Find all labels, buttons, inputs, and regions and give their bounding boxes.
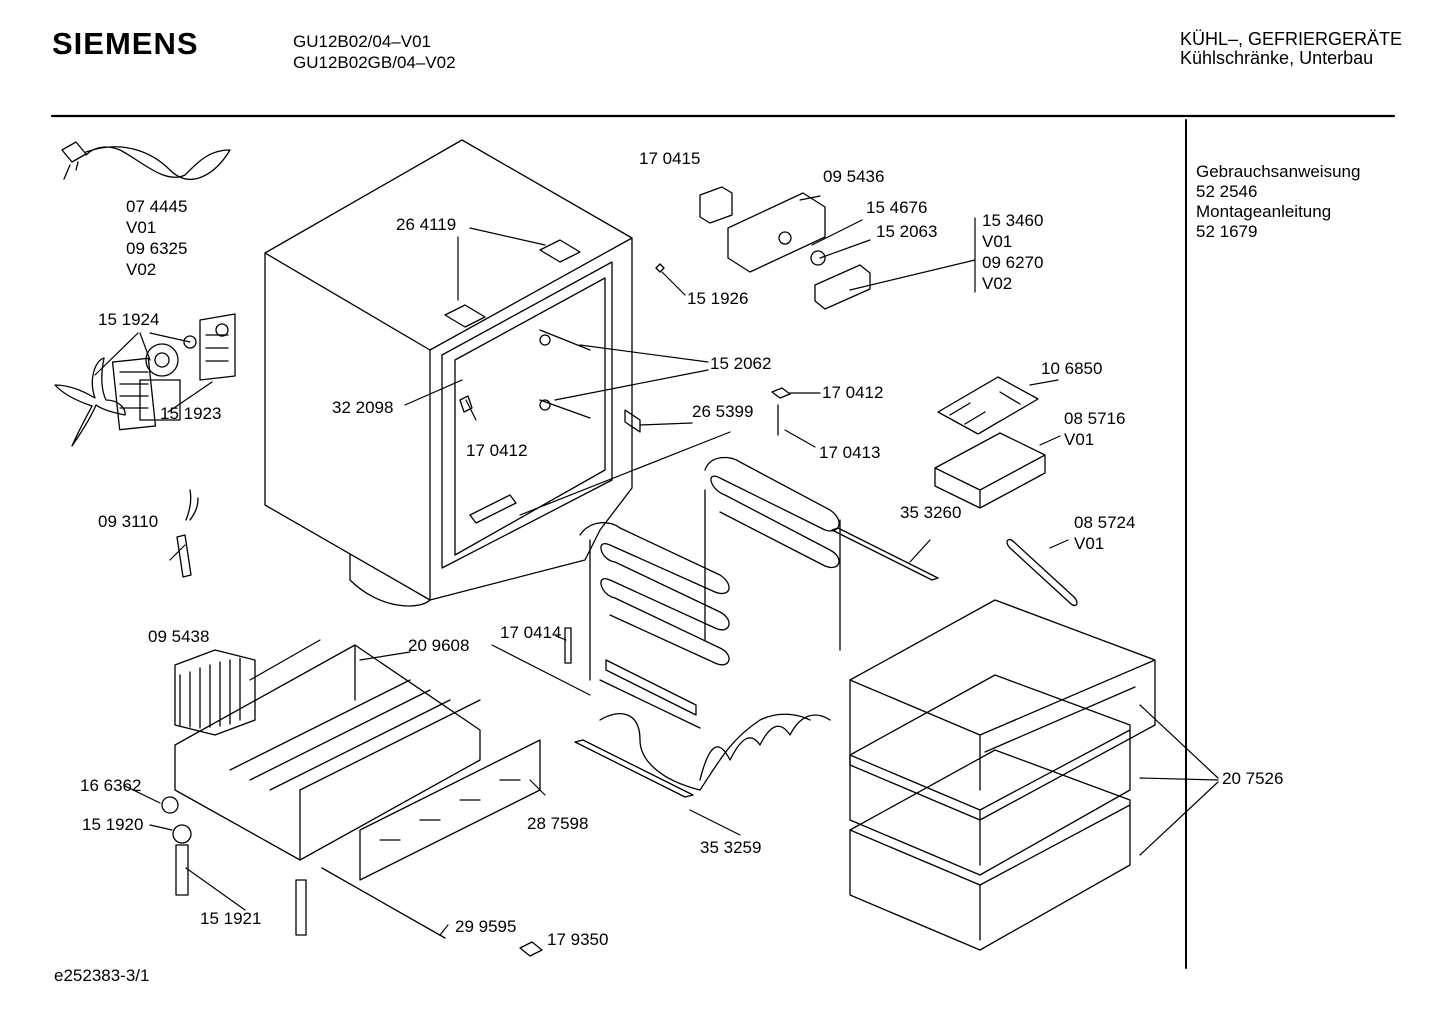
part-number: 08 5724 — [1074, 513, 1136, 532]
part-number: 08 5716 — [1064, 409, 1126, 428]
drawing-id: e252383-3/1 — [54, 966, 150, 985]
part-number: 17 0413 — [819, 443, 881, 462]
document-item: Gebrauchsanweisung — [1196, 162, 1361, 181]
category-line: KÜHL–, GEFRIERGERÄTE — [1180, 29, 1403, 49]
control-unit-part — [655, 186, 871, 310]
lamp-part — [771, 376, 1046, 509]
part-number: 16 6362 — [80, 776, 142, 795]
part-number: 17 0412 — [466, 441, 528, 460]
strip-part — [564, 527, 1078, 798]
model-number: GU12B02/04–V01 — [293, 32, 431, 51]
variant-label: V01 — [982, 232, 1013, 251]
part-number: 15 3460 — [982, 211, 1044, 230]
evaporator-part — [579, 456, 841, 791]
drawer-part — [849, 599, 1156, 951]
category: KÜHL–, GEFRIERGERÄTE Kühlschränke, Unter… — [1180, 30, 1402, 68]
cabinet-part — [264, 139, 641, 607]
power-cord-part — [61, 141, 231, 180]
part-number: 26 4119 — [396, 215, 457, 234]
part-number: 09 6325 — [126, 239, 188, 258]
part-number: 09 3110 — [98, 512, 159, 531]
variant-label: V02 — [982, 274, 1013, 293]
model-numbers: GU12B02/04–V01 GU12B02GB/04–V02 — [293, 31, 456, 73]
part-number: 10 6850 — [1041, 359, 1103, 378]
documents-list: Gebrauchsanweisung 52 2546 Montageanleit… — [1196, 162, 1360, 242]
category-line: Kühlschränke, Unterbau — [1180, 48, 1374, 68]
part-number: 15 2063 — [876, 222, 938, 241]
part-number: 09 5436 — [823, 167, 885, 186]
document-item: Montageanleitung — [1196, 202, 1332, 221]
part-number: 15 1921 — [200, 909, 262, 928]
part-number: 07 4445 — [126, 197, 188, 216]
variant-label: V01 — [126, 218, 157, 237]
part-number: 26 5399 — [692, 402, 754, 421]
part-number: 17 9350 — [547, 930, 609, 949]
part-number: 15 1924 — [98, 310, 160, 329]
sensor-part — [176, 489, 199, 578]
variant-label: V01 — [1074, 534, 1105, 553]
leader-lines — [94, 195, 1219, 936]
part-number: 17 0415 — [639, 149, 701, 168]
part-number: 35 3260 — [900, 503, 962, 522]
part-number: 20 7526 — [1222, 769, 1284, 788]
part-number: 20 9608 — [408, 636, 470, 655]
part-number: 09 5438 — [148, 627, 210, 646]
part-number: 28 7598 — [527, 814, 589, 833]
variant-label: V02 — [126, 260, 157, 279]
part-number: 17 0414 — [500, 623, 562, 642]
part-number: 15 2062 — [710, 354, 772, 373]
part-number: 17 0412 — [822, 383, 884, 402]
brand-logo: SIEMENS — [52, 26, 199, 61]
part-number: 29 9595 — [455, 917, 517, 936]
part-number: 35 3259 — [700, 838, 762, 857]
part-number: 32 2098 — [332, 398, 394, 417]
model-number: GU12B02GB/04–V02 — [293, 53, 456, 72]
fan-motor-part — [54, 313, 236, 447]
part-number: 15 1926 — [687, 289, 749, 308]
variant-label: V01 — [1064, 430, 1095, 449]
part-number: 15 4676 — [866, 198, 928, 217]
part-number: 09 6270 — [982, 253, 1044, 272]
part-number: 15 1920 — [82, 815, 144, 834]
document-item: 52 2546 — [1196, 182, 1258, 201]
document-item: 52 1679 — [1196, 222, 1258, 241]
part-number: 15 1923 — [160, 404, 222, 423]
